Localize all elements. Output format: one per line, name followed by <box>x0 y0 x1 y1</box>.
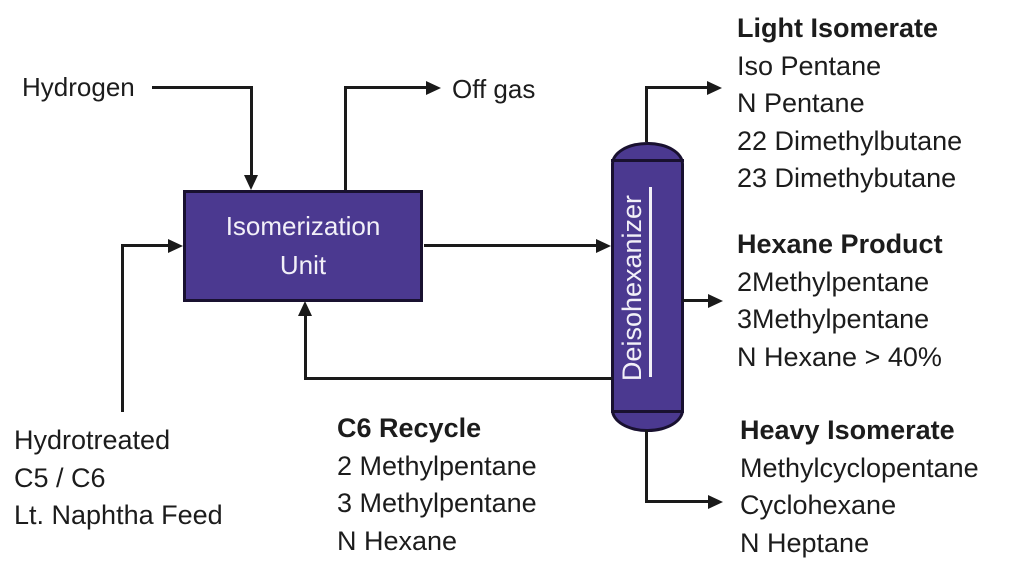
deisohexanizer-label: Deisohexanizer <box>617 194 647 382</box>
heavy-isomerate-item-3: N Heptane <box>740 527 870 558</box>
column-top-weld-line <box>611 159 684 162</box>
unit-to-column-line <box>424 244 598 247</box>
off-gas-line-vertical <box>344 86 347 190</box>
recycle-arrowhead <box>298 301 312 316</box>
hexane-product-item-1: 2Methylpentane <box>737 266 930 297</box>
feed-arrowhead <box>168 239 183 253</box>
heavy-isomerate-item-1: Methylcyclopentane <box>740 452 979 483</box>
feed-text-block: Hydrotreated C5 / C6 Lt. Naphtha Feed <box>14 422 223 535</box>
light-isomerate-item-1: Iso Pentane <box>737 50 882 81</box>
column-bottom-weld-line <box>611 410 684 413</box>
hexane-product-item-3: N Hexane > 40% <box>737 341 942 372</box>
heavy-isomerate-item-2: Cyclohexane <box>740 490 897 520</box>
heavy-isomerate-text-block: Heavy Isomerate Methylcyclopentane Cyclo… <box>740 412 979 562</box>
deisohexanizer-column <box>611 142 684 432</box>
heavy-isomerate-title: Heavy Isomerate <box>740 415 955 445</box>
feed-line-1: Hydrotreated <box>14 425 171 455</box>
recycle-line-horizontal <box>304 377 612 380</box>
off-gas-line-horizontal <box>344 86 427 89</box>
feed-line-vertical <box>121 244 124 412</box>
bottoms-line-vertical <box>645 430 648 502</box>
isomerization-unit-label-line2: Unit <box>279 250 327 280</box>
light-isomerate-item-3: 22 Dimethylbutane <box>737 125 963 156</box>
light-isomerate-title: Light Isomerate <box>737 13 939 43</box>
c6-recycle-item-1: 2 Methylpentane <box>337 450 537 481</box>
off-gas-arrowhead <box>426 81 441 95</box>
hydrogen-line-vertical <box>250 86 253 176</box>
overhead-arrowhead <box>707 81 722 95</box>
bottoms-arrowhead <box>708 495 723 509</box>
overhead-line-vertical <box>645 86 648 142</box>
light-isomerate-text-block: Light Isomerate Iso Pentane N Pentane 22… <box>737 10 962 198</box>
hexane-product-text-block: Hexane Product 2Methylpentane 3Methylpen… <box>737 226 943 376</box>
hydrogen-label: Hydrogen <box>22 72 135 102</box>
c6-recycle-title: C6 Recycle <box>337 413 482 443</box>
bottoms-line-horizontal <box>645 500 710 503</box>
hydrogen-arrowhead <box>244 175 258 190</box>
side-draw-arrowhead <box>708 294 723 308</box>
isomerization-unit-box: Isomerization Unit <box>183 190 423 302</box>
hexane-product-title: Hexane Product <box>737 229 943 259</box>
feed-line-2: C5 / C6 <box>14 462 106 493</box>
hydrogen-line-horizontal <box>152 86 253 89</box>
recycle-line-vertical <box>304 313 307 380</box>
light-isomerate-item-4: 23 Dimethybutane <box>737 163 957 193</box>
c6-recycle-item-2: 3 Methylpentane <box>337 488 537 518</box>
light-isomerate-item-2: N Pentane <box>737 88 865 118</box>
feed-line-horizontal <box>121 244 169 247</box>
isomerization-unit-label-line1: Isomerization <box>225 211 381 241</box>
off-gas-label: Off gas <box>452 74 536 104</box>
c6-recycle-item-3: N Hexane <box>337 525 458 556</box>
feed-line-3: Lt. Naphtha Feed <box>14 500 223 530</box>
c6-recycle-text-block: C6 Recycle 2 Methylpentane 3 Methylpenta… <box>337 410 537 560</box>
unit-to-column-arrowhead <box>596 239 611 253</box>
overhead-line-horizontal <box>645 86 709 89</box>
hexane-product-item-2: 3Methylpentane <box>737 304 930 334</box>
side-draw-line <box>683 299 710 302</box>
deisohexanizer-label-underline <box>649 187 652 377</box>
